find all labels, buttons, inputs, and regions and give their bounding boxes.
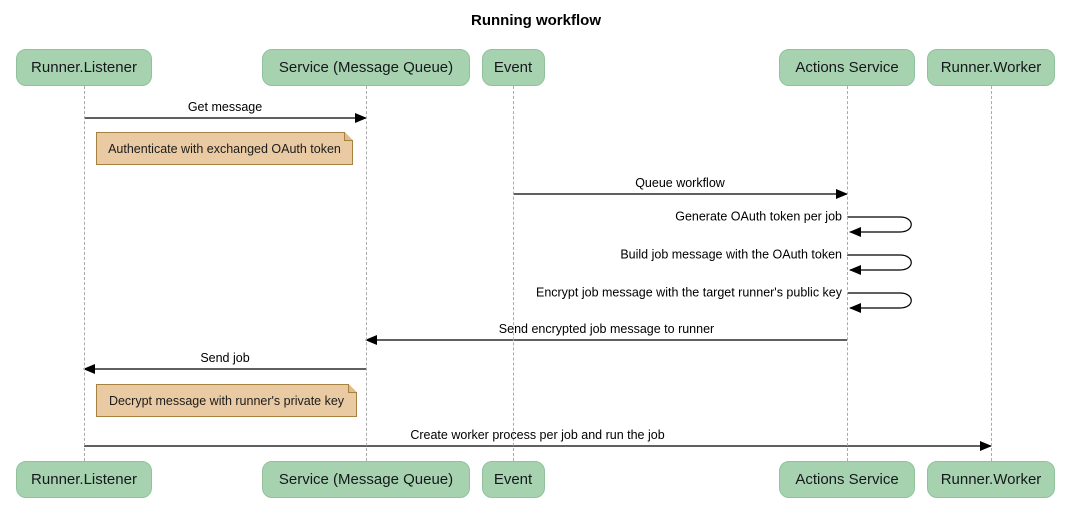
lifeline-event: [513, 86, 514, 461]
note-fold-corner: [344, 132, 353, 141]
self-message-label: Encrypt job message with the target runn…: [535, 285, 842, 300]
self-message-label: Generate OAuth token per job: [675, 209, 842, 224]
actor-runner-worker-top: Runner.Worker: [927, 49, 1055, 86]
actor-runner-listener-top: Runner.Listener: [16, 49, 152, 86]
note-text: Decrypt message with runner's private ke…: [108, 393, 345, 408]
actor-runner-listener-bottom: Runner.Listener: [16, 461, 152, 498]
actor-actions-service-bottom: Actions Service: [779, 461, 915, 498]
self-message-arrow: [847, 292, 912, 313]
self-message-arrow: [847, 254, 912, 275]
message-label: Get message: [187, 100, 263, 114]
self-message-label: Build job message with the OAuth token: [620, 247, 842, 262]
message-label: Create worker process per job and run th…: [410, 428, 665, 442]
lifeline-runner-worker: [991, 86, 992, 461]
actor-actions-service-top: Actions Service: [779, 49, 915, 86]
note-text: Authenticate with exchanged OAuth token: [108, 141, 341, 156]
lifeline-actions-service: [847, 86, 848, 461]
self-message-arrow: [847, 216, 912, 237]
actor-service-mq-bottom: Service (Message Queue): [262, 461, 470, 498]
actor-runner-worker-bottom: Runner.Worker: [927, 461, 1055, 498]
note: Decrypt message with runner's private ke…: [96, 384, 357, 417]
message-label: Send encrypted job message to runner: [498, 322, 715, 336]
diagram-title: Running workflow: [471, 12, 601, 29]
lifeline-runner-listener: [84, 86, 85, 461]
actor-service-mq-top: Service (Message Queue): [262, 49, 470, 86]
message-label: Queue workflow: [635, 176, 725, 190]
actor-event-top: Event: [481, 49, 545, 86]
note-fold-corner: [348, 384, 357, 393]
note: Authenticate with exchanged OAuth token: [96, 132, 353, 165]
message-label: Send job: [200, 351, 250, 365]
lifeline-service-mq: [366, 86, 367, 461]
actor-event-bottom: Event: [481, 461, 545, 498]
